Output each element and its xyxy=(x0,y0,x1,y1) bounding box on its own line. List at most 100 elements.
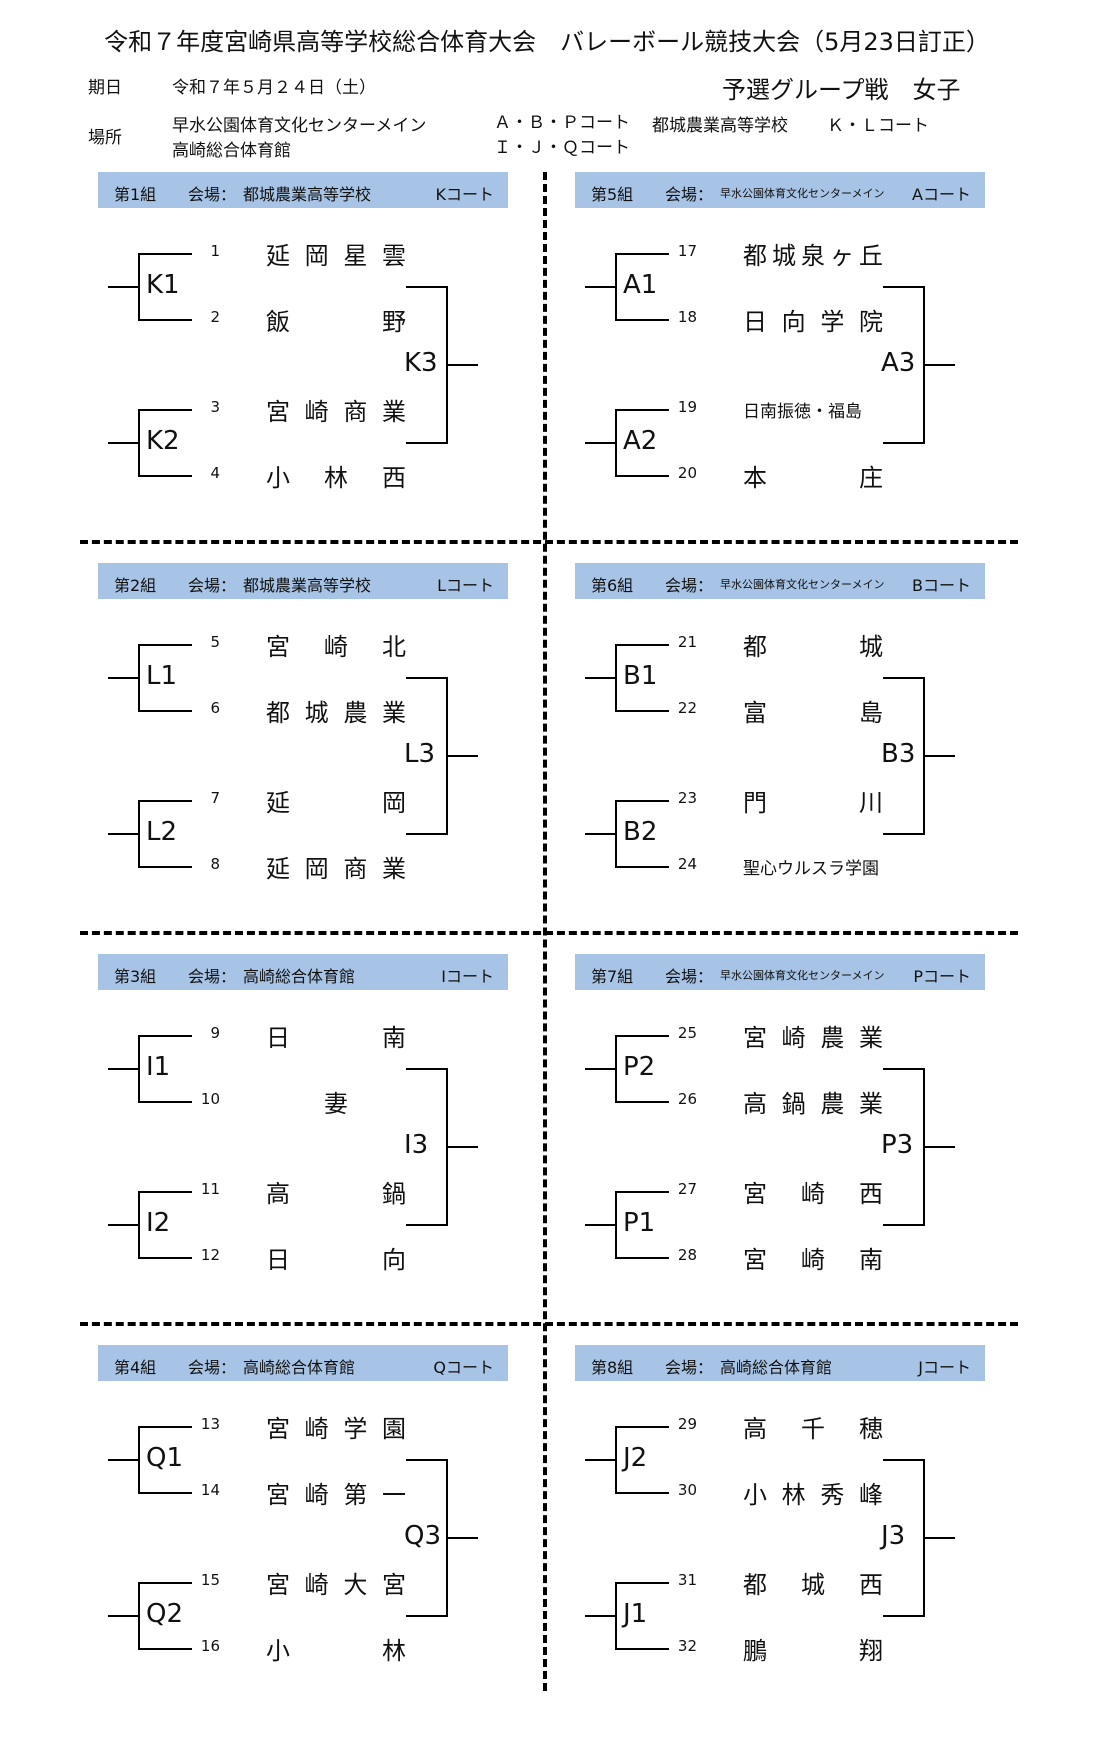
bracket-line xyxy=(138,409,192,411)
bracket-line xyxy=(923,1459,925,1617)
bracket-line xyxy=(108,1615,138,1617)
bracket-line xyxy=(585,442,615,444)
team-name-part: 業 xyxy=(858,1090,883,1118)
venue-name: 高崎総合体育館 xyxy=(243,967,356,986)
team-name-part: 川 xyxy=(859,789,883,817)
row-divider xyxy=(80,931,1018,935)
team-name-part: 崎 xyxy=(781,1024,806,1052)
seed-number: 28 xyxy=(677,1246,697,1264)
team-name: 都城西 xyxy=(743,1565,883,1600)
bracket-line xyxy=(406,1068,448,1070)
team-name-part: 丘 xyxy=(859,242,883,270)
venue-1-name: 早水公園体育文化センターメイン xyxy=(172,116,427,136)
court-name: Lコート xyxy=(437,576,494,595)
seed-number: 8 xyxy=(210,855,220,873)
bracket-line xyxy=(138,1191,192,1193)
bracket-line xyxy=(138,1492,192,1494)
match-label: A2 xyxy=(623,426,658,456)
team-name-part: 本 xyxy=(743,464,767,492)
team-name: 本庄 xyxy=(743,458,883,493)
seed-number: 24 xyxy=(677,855,697,873)
team-name-part: 商 xyxy=(343,855,368,883)
team-name: 延岡星雲 xyxy=(266,236,406,271)
team-name-part: 延 xyxy=(266,789,290,817)
team-name-part: 小 xyxy=(743,1481,767,1509)
team-name-part: 宮 xyxy=(266,1415,290,1443)
bracket-line xyxy=(615,1035,617,1103)
bracket-line xyxy=(138,1648,192,1650)
court-name: Kコート xyxy=(435,185,495,204)
team-name-part: 南 xyxy=(859,1246,883,1274)
match-label: L1 xyxy=(146,661,178,691)
team-name-part: 北 xyxy=(382,633,406,661)
team-name: 日南 xyxy=(266,1018,406,1053)
team-name-part: 宮 xyxy=(266,1571,290,1599)
team-name: 高鍋農業 xyxy=(743,1084,883,1119)
team-name-part: 業 xyxy=(858,1024,883,1052)
team-name-part: 農 xyxy=(343,699,368,727)
match-label: B1 xyxy=(623,661,658,691)
team-name: 宮崎第一 xyxy=(266,1475,406,1510)
venue-2-name: 高崎総合体育館 xyxy=(172,141,291,161)
final-match-label: A3 xyxy=(881,348,916,378)
bracket-line xyxy=(585,833,615,835)
bracket-line xyxy=(923,677,925,835)
date-value: 令和７年５月２４日（土） xyxy=(172,78,376,98)
bracket-line xyxy=(138,253,192,255)
team-name: 飯野 xyxy=(266,302,406,337)
team-name-part: 向 xyxy=(382,1246,406,1274)
group-number: 第2組 xyxy=(114,576,157,595)
bracket-line xyxy=(925,755,955,757)
team-name-part: 島 xyxy=(859,699,883,727)
venue-name: 早水公園体育文化センターメイン xyxy=(720,969,885,982)
team-name-part: 穂 xyxy=(859,1415,883,1443)
bracket-line xyxy=(615,253,617,321)
team-name-part: 日 xyxy=(266,1024,290,1052)
bracket-line xyxy=(138,1035,140,1103)
bracket-line xyxy=(615,475,669,477)
team-name-part: 小 xyxy=(266,464,290,492)
team-name-part: 千 xyxy=(801,1415,825,1443)
venue-label: 会場： xyxy=(665,1358,714,1377)
bracket-line xyxy=(615,1648,669,1650)
team-name-part: 鵬 xyxy=(743,1637,767,1665)
seed-number: 10 xyxy=(200,1090,220,1108)
seed-number: 23 xyxy=(677,789,697,807)
team-name-part: 岡 xyxy=(304,855,329,883)
bracket-line xyxy=(883,1615,925,1617)
bracket-line xyxy=(883,1068,925,1070)
bracket-line xyxy=(138,710,192,712)
seed-number: 27 xyxy=(677,1180,697,1198)
team-name-part: 南 xyxy=(382,1024,406,1052)
final-match-label: J3 xyxy=(881,1521,906,1551)
venue-name: 早水公園体育文化センターメイン xyxy=(720,187,885,200)
team-name-part: 崎 xyxy=(304,398,329,426)
row-divider xyxy=(80,540,1018,544)
court-name: Aコート xyxy=(912,185,971,204)
team-name: 門川 xyxy=(743,783,883,818)
group-number: 第1組 xyxy=(114,185,157,204)
bracket-line xyxy=(615,866,669,868)
team-name-part: 延 xyxy=(266,855,290,883)
match-label: I2 xyxy=(146,1208,171,1238)
team-name: 聖心ウルスラ学園 xyxy=(743,854,883,879)
bracket-line xyxy=(108,442,138,444)
team-name-part: 業 xyxy=(381,398,406,426)
team-name-part: 大 xyxy=(343,1571,368,1599)
seed-number: 17 xyxy=(677,242,697,260)
team-name: 都城 xyxy=(743,627,883,662)
bracket-line xyxy=(923,286,925,444)
seed-number: 12 xyxy=(200,1246,220,1264)
seed-number: 25 xyxy=(677,1024,697,1042)
bracket-line xyxy=(925,364,955,366)
team-name: 日向学院 xyxy=(743,302,883,337)
bracket-line xyxy=(615,1191,669,1193)
team-name-part: 鍋 xyxy=(382,1180,406,1208)
bracket-line xyxy=(615,409,617,477)
venue-label: 会場： xyxy=(188,967,237,986)
team-name-part: 岡 xyxy=(304,242,329,270)
team-name-part: 城 xyxy=(859,633,883,661)
